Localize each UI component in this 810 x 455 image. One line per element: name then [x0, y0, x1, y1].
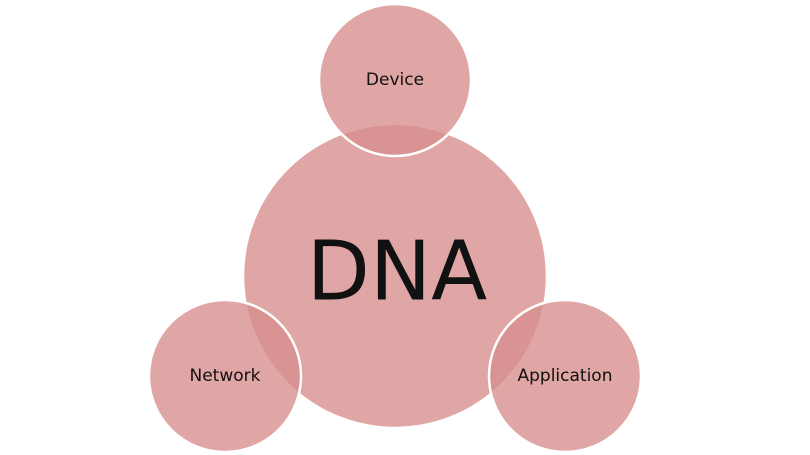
device-label: Device — [366, 70, 424, 90]
network-label: Network — [190, 366, 261, 386]
circle-layer — [147, 2, 643, 454]
device-circle — [317, 2, 473, 158]
application-label: Application — [518, 366, 613, 386]
network-circle — [147, 298, 303, 454]
application-circle — [487, 298, 643, 454]
label-layer: DNA Device Network Application — [190, 70, 613, 386]
dna-label: DNA — [307, 225, 488, 320]
